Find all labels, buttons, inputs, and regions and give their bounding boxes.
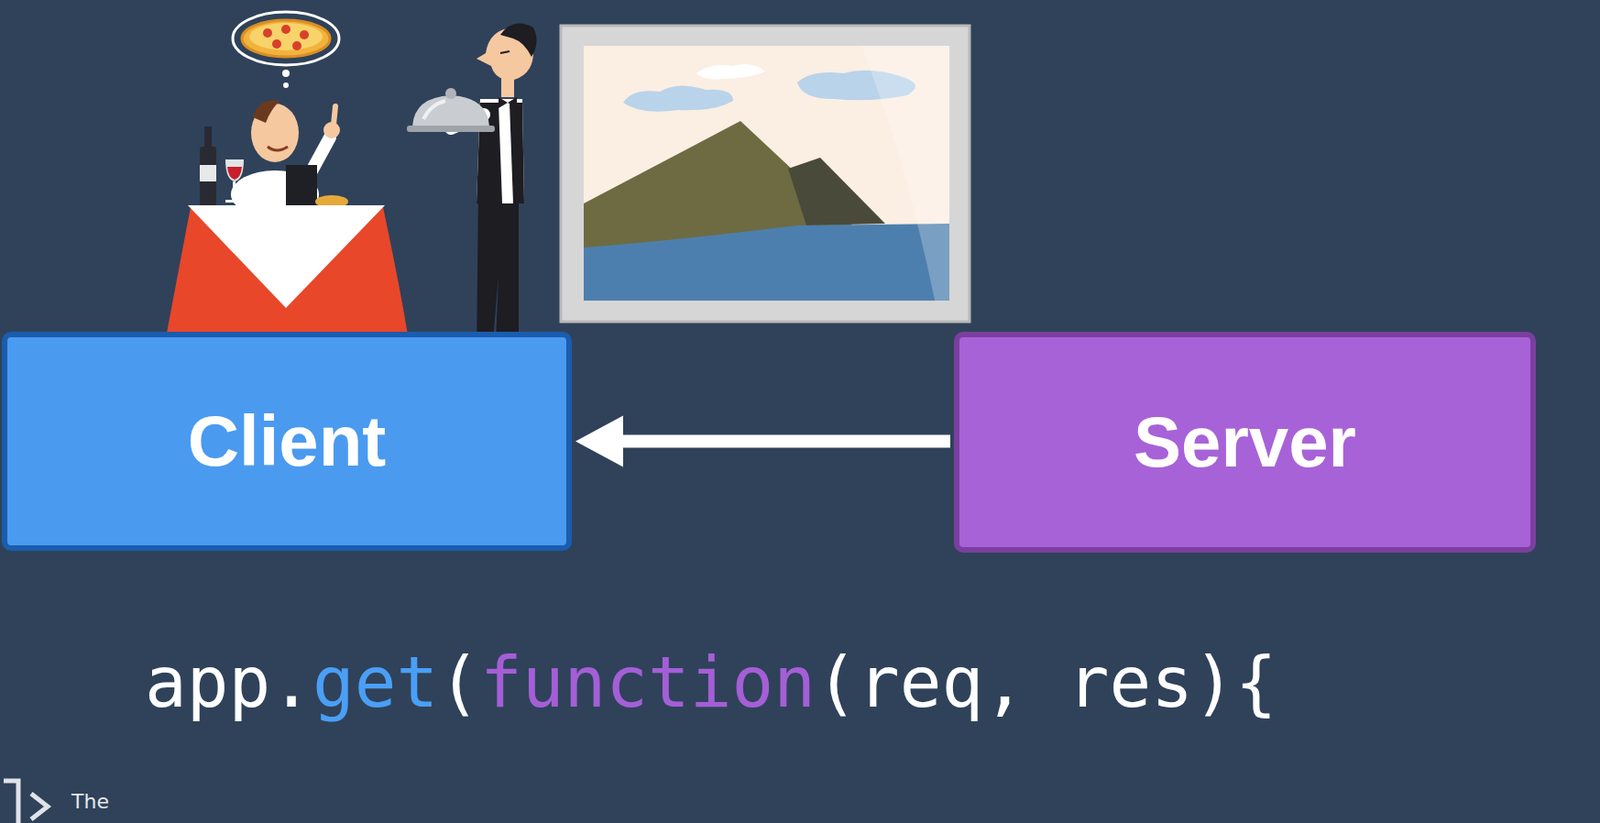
code-snippet: app.get(function(req, res){ xyxy=(144,641,1277,724)
node-label: Client xyxy=(187,399,387,483)
connector-arrow xyxy=(575,416,951,468)
code-token: function xyxy=(480,641,816,724)
code-token: (req, res){ xyxy=(815,641,1277,724)
code-token: ( xyxy=(438,641,481,724)
connector-line xyxy=(619,435,951,449)
server-box: Server xyxy=(953,331,1536,553)
thought-bubble xyxy=(232,11,340,88)
waiter xyxy=(406,23,537,364)
code-token: app. xyxy=(144,641,313,724)
node-label: Server xyxy=(1133,400,1357,484)
arrow-head xyxy=(575,416,624,468)
logo-mark xyxy=(3,780,48,823)
client-box: Client xyxy=(1,331,572,551)
diner xyxy=(199,99,349,219)
picture-frame xyxy=(560,25,970,322)
code-token: get xyxy=(312,641,439,724)
watermark: The xyxy=(71,789,110,813)
